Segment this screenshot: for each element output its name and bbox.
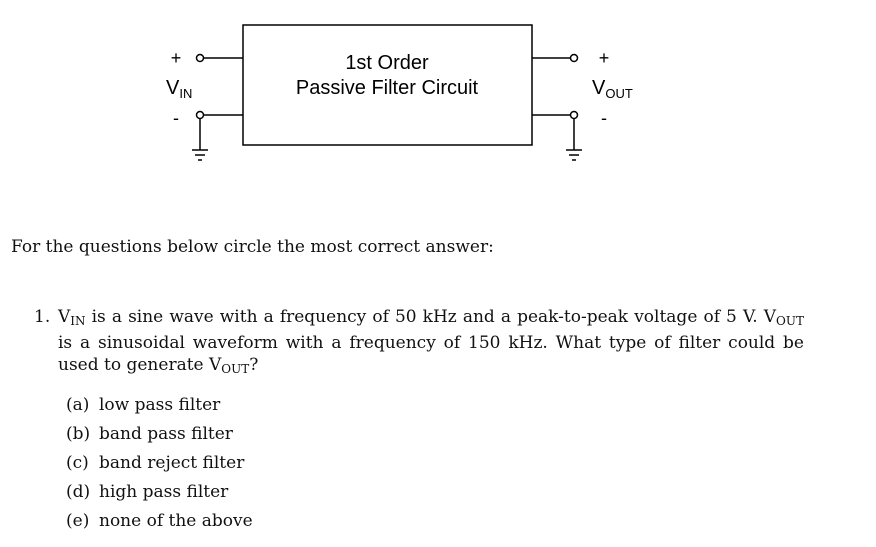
vout-label: VOUT <box>592 77 633 101</box>
vin-label-sub: IN <box>179 86 192 101</box>
question-number: 1. <box>34 307 51 327</box>
question-text: VIN is a sine wave with a frequency of 5… <box>58 306 804 380</box>
q-part2: is a sinusoidal waveform with a frequenc… <box>58 333 804 375</box>
vin-minus-terminal <box>195 110 205 120</box>
vout-label-main: V <box>592 77 606 99</box>
box-title-line2: Passive Filter Circuit <box>296 77 479 99</box>
vin-plus-terminal <box>195 53 205 63</box>
option-text: band pass filter <box>99 424 233 444</box>
vout-minus-terminal <box>569 110 579 120</box>
box-title-line1: 1st Order <box>345 52 429 74</box>
option-text: band reject filter <box>99 453 245 473</box>
q-part3: ? <box>249 355 259 375</box>
vout-plus-sign: + <box>599 48 610 68</box>
question-1: 1. VIN is a sine wave with a frequency o… <box>34 306 804 380</box>
option-text: low pass filter <box>99 395 221 415</box>
vin-plus-sign: + <box>171 48 182 68</box>
answer-options: (a) low pass filter (b) band pass filter (… <box>66 394 253 539</box>
q-vout-sub: OUT <box>776 314 804 328</box>
instruction-text: For the questions below circle the most … <box>11 237 494 257</box>
option-d[interactable]: (d) high pass filter <box>66 481 253 510</box>
vin-label: VIN <box>166 77 192 101</box>
option-label: (b) <box>66 424 91 444</box>
option-label: (a) <box>66 395 90 415</box>
option-b[interactable]: (b) band pass filter <box>66 423 253 452</box>
vin-minus-sign: - <box>173 108 179 128</box>
filter-box <box>242 24 533 146</box>
vin-label-main: V <box>166 77 180 99</box>
option-c[interactable]: (c) band reject filter <box>66 452 253 481</box>
vout-minus-sign: - <box>601 108 607 128</box>
vout-label-sub: OUT <box>605 86 633 101</box>
q-vout2-sub: OUT <box>221 362 250 376</box>
option-e[interactable]: (e) none of the above <box>66 510 253 539</box>
q-vin-sub: IN <box>70 314 86 328</box>
option-label: (c) <box>66 453 89 473</box>
option-label: (e) <box>66 511 90 531</box>
q-vout2-main: V <box>209 355 222 375</box>
q-part1: is a sine wave with a frequency of 50 kH… <box>85 307 764 327</box>
option-a[interactable]: (a) low pass filter <box>66 394 253 423</box>
option-text: high pass filter <box>99 482 229 502</box>
vout-plus-terminal <box>569 53 579 63</box>
option-text: none of the above <box>99 511 253 531</box>
option-label: (d) <box>66 482 91 502</box>
filter-circuit-diagram: 1st Order Passive Filter Circuit + VIN -… <box>166 24 633 161</box>
q-vin-main: V <box>58 307 71 327</box>
q-vout-main: V <box>763 307 777 327</box>
